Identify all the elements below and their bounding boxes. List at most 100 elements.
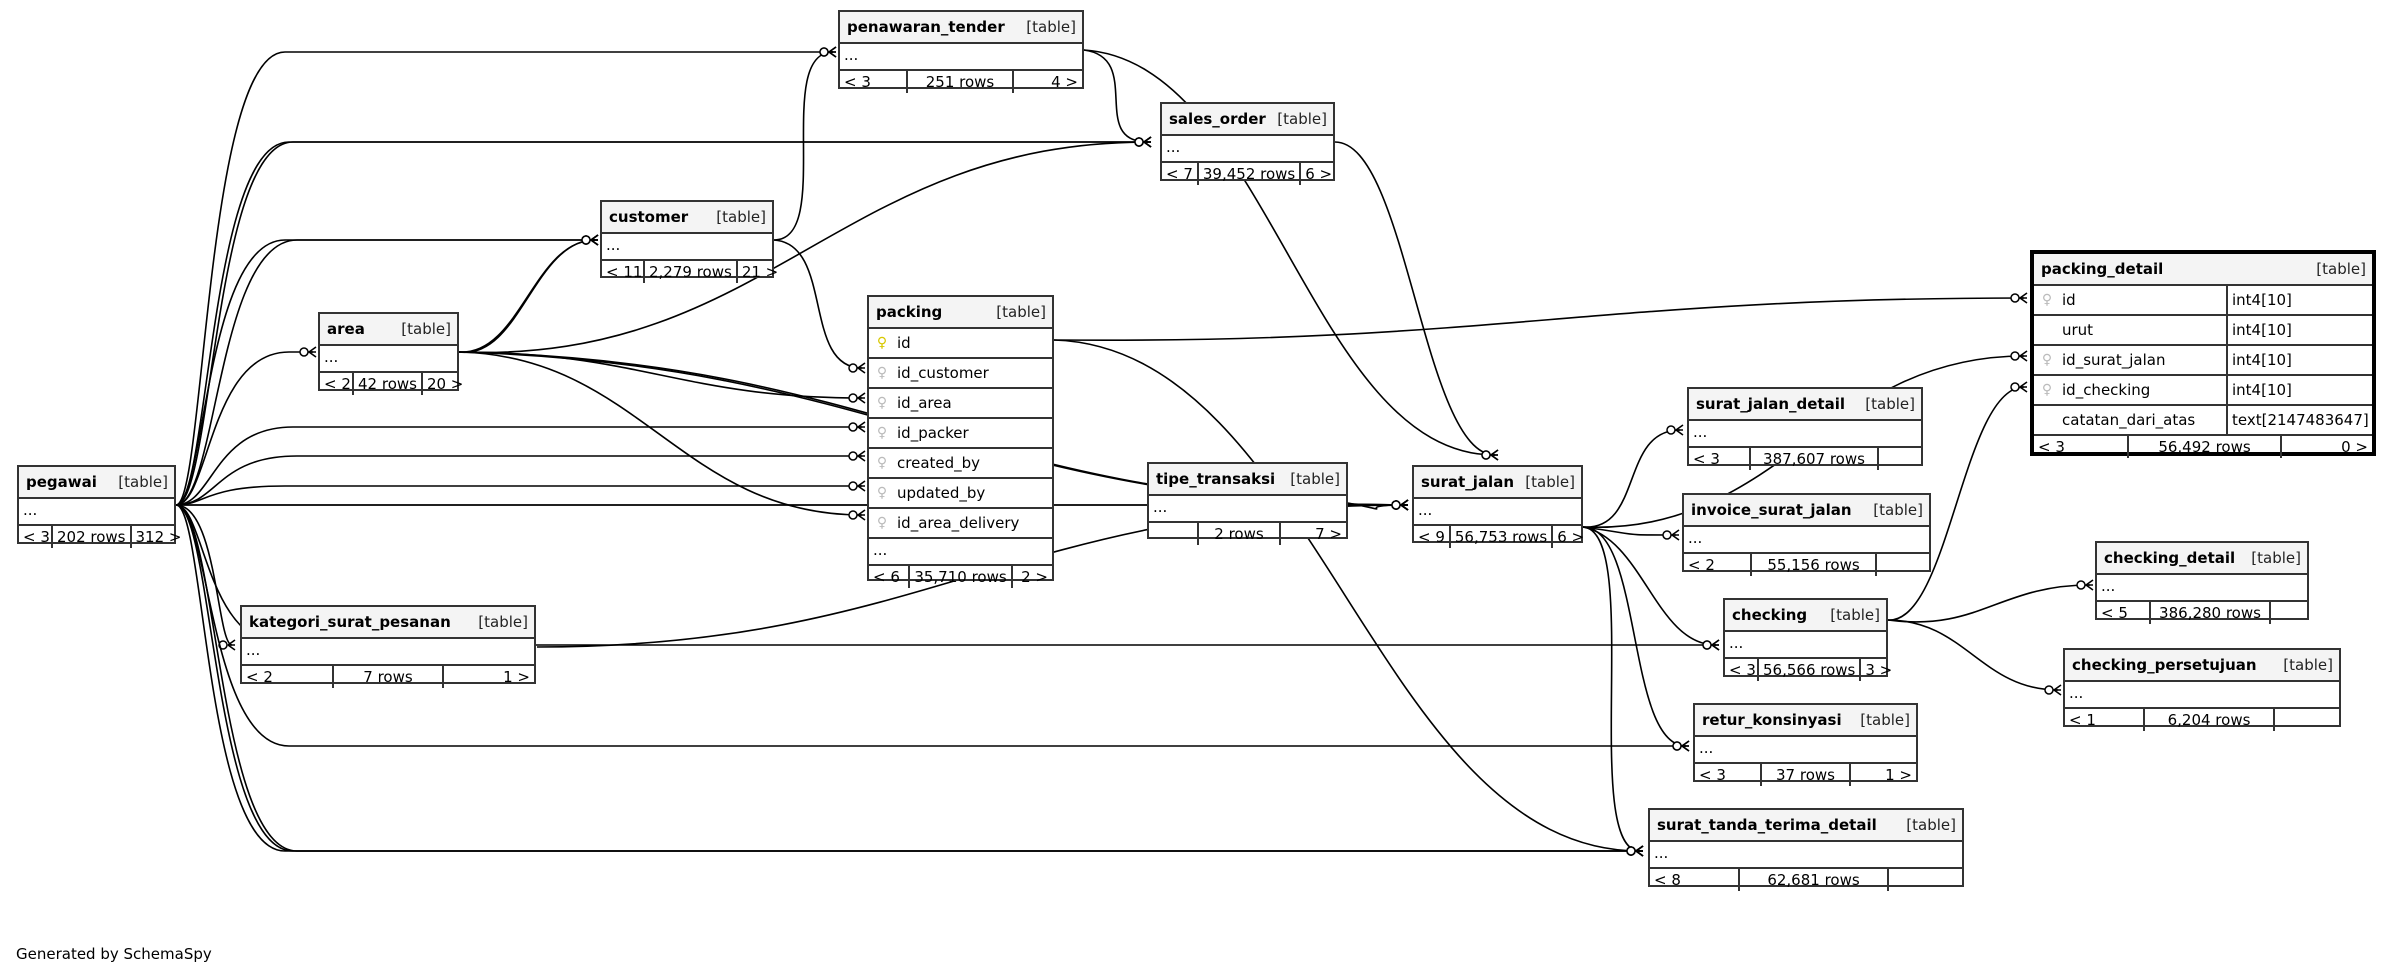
no-key-spacer: ♀ xyxy=(2040,316,2054,344)
parents-count[interactable]: < 3 xyxy=(1689,448,1751,470)
table-name: checking xyxy=(1732,606,1808,624)
column-type: int4[10] xyxy=(2226,316,2372,344)
children-count[interactable]: 1 > xyxy=(503,668,530,686)
children-count[interactable]: 6 > xyxy=(1557,528,1585,546)
table-packing[interactable]: packing[table] ♀id ♀id_customer ♀id_area… xyxy=(867,295,1054,588)
children-count[interactable] xyxy=(1889,869,1962,891)
column-type: int4[10] xyxy=(2226,286,2372,314)
zero-cardinality-marker xyxy=(1481,450,1491,460)
table-kind: [table] xyxy=(401,320,451,338)
children-count[interactable] xyxy=(1879,448,1921,470)
column-row[interactable]: ♀created_by xyxy=(869,449,1052,479)
relationship-edge xyxy=(175,351,313,506)
crows-foot-marker xyxy=(2019,292,2028,304)
column-name: id_area_delivery xyxy=(897,514,1020,532)
zero-cardinality-marker xyxy=(848,451,858,461)
parents-count[interactable]: < 3 xyxy=(2034,436,2129,458)
parents-count[interactable]: < 2 xyxy=(1684,554,1752,576)
crows-foot-marker xyxy=(1400,499,1409,511)
zero-cardinality-marker xyxy=(848,422,858,432)
children-count[interactable]: 0 > xyxy=(2341,438,2368,456)
children-count[interactable]: 7 > xyxy=(1315,525,1342,543)
table-kind: [table] xyxy=(1525,473,1575,491)
column-row[interactable]: ♀id_area xyxy=(869,389,1052,419)
column-name: updated_by xyxy=(897,484,986,502)
parents-count[interactable]: < 5 xyxy=(2097,602,2151,624)
foreign-key-icon: ♀ xyxy=(2041,382,2053,398)
parents-count[interactable]: < 2 xyxy=(242,666,334,688)
column-name: id_customer xyxy=(897,364,989,382)
parents-count[interactable]: < 2 xyxy=(320,373,354,395)
parents-count[interactable]: < 8 xyxy=(1650,869,1740,891)
zero-cardinality-marker xyxy=(2010,351,2020,361)
column-row[interactable]: ♀id_packer xyxy=(869,419,1052,449)
table-header: penawaran_tender[table] xyxy=(840,12,1082,44)
parents-count[interactable]: < 3 xyxy=(840,71,908,93)
parents-count[interactable]: < 1 xyxy=(2065,709,2145,731)
crows-foot-marker xyxy=(857,392,866,404)
children-count[interactable] xyxy=(1877,554,1929,576)
columns-ellipsis: ... xyxy=(1725,632,1886,659)
parents-count[interactable]: < 3 xyxy=(1695,764,1762,786)
row-count: 251 rows xyxy=(908,71,1014,93)
parents-count[interactable]: < 9 xyxy=(1414,526,1451,548)
parents-count[interactable]: < 3 xyxy=(1725,659,1759,681)
children-count[interactable]: 2 > xyxy=(1021,568,1048,586)
children-count[interactable]: 20 > xyxy=(426,375,464,393)
table-kind: [table] xyxy=(1860,711,1910,729)
children-count[interactable] xyxy=(2271,602,2307,624)
column-row[interactable]: ♀id_customer xyxy=(869,359,1052,389)
relationship-edge xyxy=(773,51,834,241)
columns-ellipsis: ... xyxy=(2097,575,2307,602)
children-count[interactable]: 6 > xyxy=(1305,165,1333,183)
children-count[interactable]: 21 > xyxy=(741,263,779,281)
table-surat_tanda_terima_detail[interactable]: surat_tanda_terima_detail[table] ... < 8… xyxy=(1648,808,1964,891)
children-count[interactable]: 3 > xyxy=(1865,661,1893,679)
parents-count[interactable]: < 11 xyxy=(602,261,645,283)
parents-count[interactable]: < 3 xyxy=(19,526,53,548)
column-name: id xyxy=(897,334,911,352)
column-type: int4[10] xyxy=(2226,376,2372,404)
column-row[interactable]: ♀id xyxy=(869,329,1052,359)
children-count[interactable]: 1 > xyxy=(1885,766,1912,784)
zero-cardinality-marker xyxy=(2010,382,2020,392)
column-row[interactable]: ♀updated_by xyxy=(869,479,1052,509)
column-row[interactable]: ♀id_area_delivery xyxy=(869,509,1052,539)
relationship-edge xyxy=(175,504,1640,852)
table-header: checking_detail[table] xyxy=(2097,543,2307,575)
parents-count[interactable] xyxy=(1149,523,1199,545)
parents-count[interactable]: < 7 xyxy=(1162,163,1199,185)
crows-foot-marker xyxy=(590,234,599,246)
children-count[interactable]: 312 > xyxy=(135,528,182,546)
parents-count[interactable]: < 6 xyxy=(869,566,911,588)
table-kind: [table] xyxy=(1830,606,1880,624)
foreign-key-icon: ♀ xyxy=(876,425,888,441)
children-count[interactable] xyxy=(2275,709,2339,731)
children-count[interactable]: 4 > xyxy=(1051,73,1078,91)
table-name: kategori_surat_pesanan xyxy=(249,613,451,631)
row-count: 39,452 rows xyxy=(1199,163,1302,185)
columns-ellipsis: ... xyxy=(1149,496,1346,523)
